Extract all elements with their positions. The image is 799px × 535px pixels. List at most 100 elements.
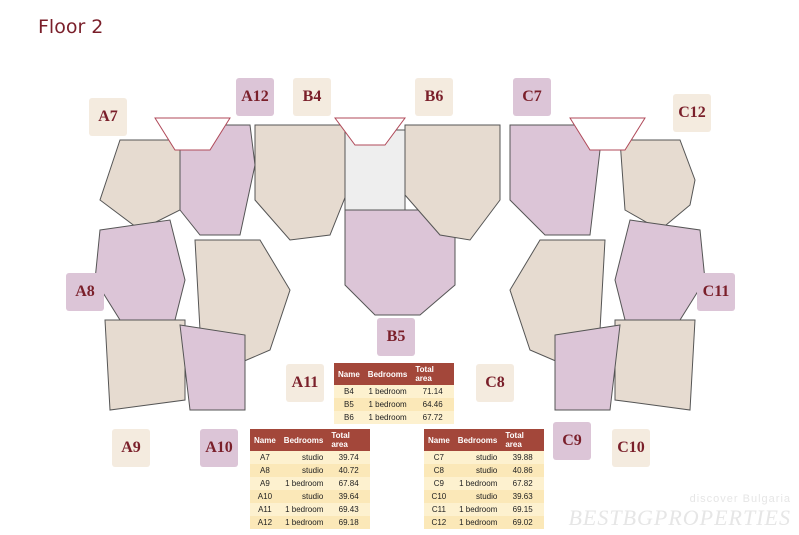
col-area: Total area: [411, 363, 454, 385]
cell: 67.82: [501, 477, 544, 490]
unit-label-b5[interactable]: B5: [377, 318, 415, 356]
cell: 1 bedroom: [363, 398, 412, 411]
unit-label-a7[interactable]: A7: [89, 98, 127, 136]
cell: A10: [250, 490, 280, 503]
cell: studio: [453, 464, 502, 477]
cell: C10: [424, 490, 454, 503]
unit-label-a8[interactable]: A8: [66, 273, 104, 311]
col-area: Total area: [327, 429, 370, 451]
cell: studio: [279, 451, 328, 464]
unit-label-a12[interactable]: A12: [236, 78, 274, 116]
watermark-logo: discover Bulgaria BESTBGPROPERTIES: [568, 493, 791, 531]
cell: studio: [453, 490, 502, 503]
apartment-c11: [614, 219, 706, 321]
cell: 64.46: [411, 398, 454, 411]
apartment-a9: [104, 319, 186, 411]
balcony-hatch: [334, 117, 406, 146]
unit-label-c11[interactable]: C11: [697, 273, 735, 311]
col-bedrooms: Bedrooms: [363, 363, 412, 385]
unit-label-b4[interactable]: B4: [293, 78, 331, 116]
cell: 1 bedroom: [279, 503, 328, 516]
cell: 71.14: [411, 385, 454, 398]
cell: 39.64: [327, 490, 370, 503]
cell: 1 bedroom: [453, 503, 502, 516]
apartment-c12: [619, 139, 696, 231]
cell: 1 bedroom: [279, 516, 328, 529]
col-name: Name: [424, 429, 454, 451]
unit-label-c12[interactable]: C12: [673, 94, 711, 132]
cell: C12: [424, 516, 454, 529]
cell: 69.43: [327, 503, 370, 516]
unit-label-a11[interactable]: A11: [286, 364, 324, 402]
cell: B6: [334, 411, 364, 424]
col-area: Total area: [501, 429, 544, 451]
watermark-tagline: discover Bulgaria: [689, 493, 791, 505]
apartment-a7: [99, 139, 181, 231]
col-bedrooms: Bedrooms: [279, 429, 328, 451]
apartment-b6: [404, 124, 501, 241]
unit-label-b6[interactable]: B6: [415, 78, 453, 116]
apartment-b4: [254, 124, 351, 241]
balcony-hatch: [569, 117, 646, 151]
cell: 67.72: [411, 411, 454, 424]
cell: 69.15: [501, 503, 544, 516]
col-name: Name: [250, 429, 280, 451]
cell: studio: [279, 490, 328, 503]
cell: C8: [424, 464, 454, 477]
cell: studio: [279, 464, 328, 477]
unit-label-a9[interactable]: A9: [112, 429, 150, 467]
cell: A8: [250, 464, 280, 477]
cell: A7: [250, 451, 280, 464]
cell: C7: [424, 451, 454, 464]
unit-label-c10[interactable]: C10: [612, 429, 650, 467]
cell: 39.88: [501, 451, 544, 464]
cell: 69.18: [327, 516, 370, 529]
unit-label-c7[interactable]: C7: [513, 78, 551, 116]
cell: 69.02: [501, 516, 544, 529]
unit-label-c8[interactable]: C8: [476, 364, 514, 402]
cell: B5: [334, 398, 364, 411]
unit-label-c9[interactable]: C9: [553, 422, 591, 460]
cell: 40.72: [327, 464, 370, 477]
cell: 1 bedroom: [453, 516, 502, 529]
cell: 1 bedroom: [279, 477, 328, 490]
cell: 40.86: [501, 464, 544, 477]
apartment-c9: [554, 324, 621, 411]
cell: C11: [424, 503, 454, 516]
apartment-c10: [614, 319, 696, 411]
cell: B4: [334, 385, 364, 398]
cell: 1 bedroom: [453, 477, 502, 490]
cell: C9: [424, 477, 454, 490]
cell: studio: [453, 451, 502, 464]
balcony-hatch: [154, 117, 231, 151]
watermark-brand: BESTBGPROPERTIES: [568, 505, 791, 530]
cell: 67.84: [327, 477, 370, 490]
apartment-a12: [179, 124, 256, 236]
unit-label-a10[interactable]: A10: [200, 429, 238, 467]
cell: A11: [250, 503, 280, 516]
cell: A9: [250, 477, 280, 490]
cell: 1 bedroom: [363, 411, 412, 424]
cell: 39.63: [501, 490, 544, 503]
col-name: Name: [334, 363, 364, 385]
